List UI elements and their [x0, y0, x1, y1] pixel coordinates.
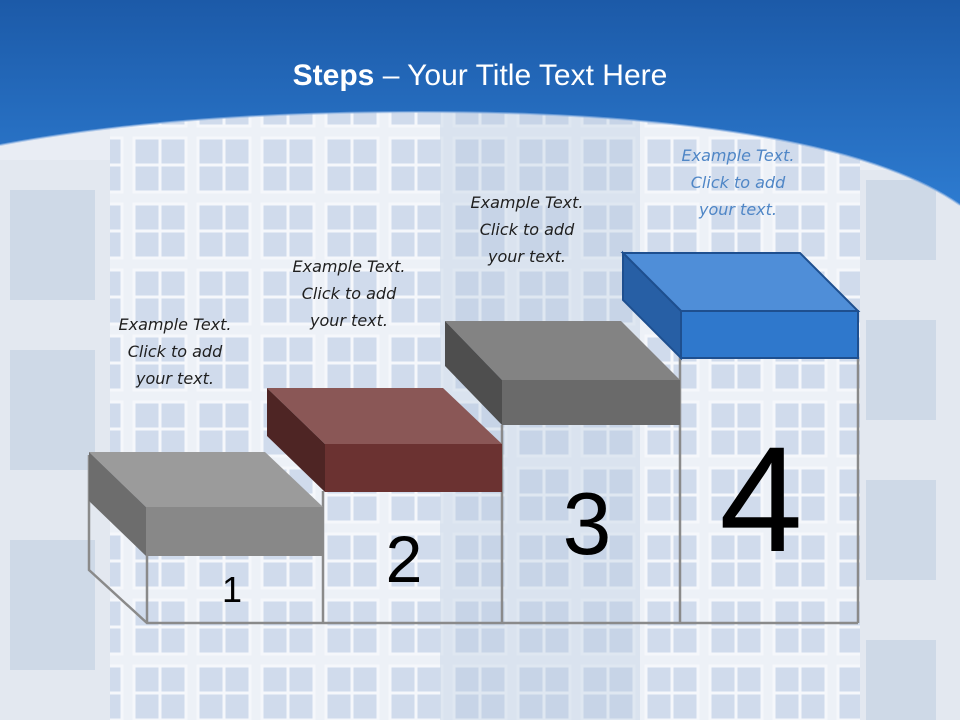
step-1-number: 1 — [221, 569, 243, 610]
step-4-text[interactable]: Example Text. Click to add your text. — [643, 142, 833, 223]
step-3-front-face — [502, 380, 680, 425]
step-2-side-face — [267, 388, 325, 492]
step-1-top-face — [89, 452, 323, 507]
page-title: Steps – Your Title Text Here — [0, 56, 960, 96]
step-1-text[interactable]: Example Text. Click to add your text. — [80, 311, 270, 392]
step-3-text-line: Click to add — [479, 220, 575, 239]
step-3-text-line: your text. — [487, 247, 566, 266]
step-4-text-line: your text. — [698, 200, 777, 219]
step-1-side-face — [89, 452, 146, 556]
step-4-front-face — [680, 310, 859, 359]
step-3-number: 3 — [562, 474, 612, 573]
step-4-number: 4 — [719, 415, 803, 583]
step-3-text[interactable]: Example Text. Click to add your text. — [432, 189, 622, 270]
title-rest: – Your Title Text Here — [374, 59, 668, 92]
step-2-text-line: Click to add — [301, 284, 397, 303]
step-3-text-line: Example Text. — [470, 193, 584, 212]
step-1-block[interactable] — [89, 452, 323, 556]
step-3-block[interactable] — [445, 321, 680, 425]
step-4-text-line: Example Text. — [681, 146, 795, 165]
step-2-text-line: your text. — [309, 311, 388, 330]
step-2-front-face — [325, 444, 502, 492]
step-1-text-line: Example Text. — [118, 315, 232, 334]
step-2-top-face — [267, 388, 502, 444]
step-3-side-face — [445, 321, 502, 425]
step-3-top-face — [445, 321, 680, 380]
step-2-number: 2 — [385, 522, 423, 596]
step-2-text-line: Example Text. — [292, 257, 406, 276]
step-1-text-line: your text. — [135, 369, 214, 388]
step-2-text[interactable]: Example Text. Click to add your text. — [254, 253, 444, 334]
title-bold: Steps — [292, 59, 375, 92]
step-1-front-face — [146, 507, 323, 556]
step-4-block[interactable] — [620, 250, 861, 361]
step-1-text-line: Click to add — [127, 342, 223, 361]
step-2-block[interactable] — [267, 388, 502, 492]
step-4-text-line: Click to add — [690, 173, 786, 192]
